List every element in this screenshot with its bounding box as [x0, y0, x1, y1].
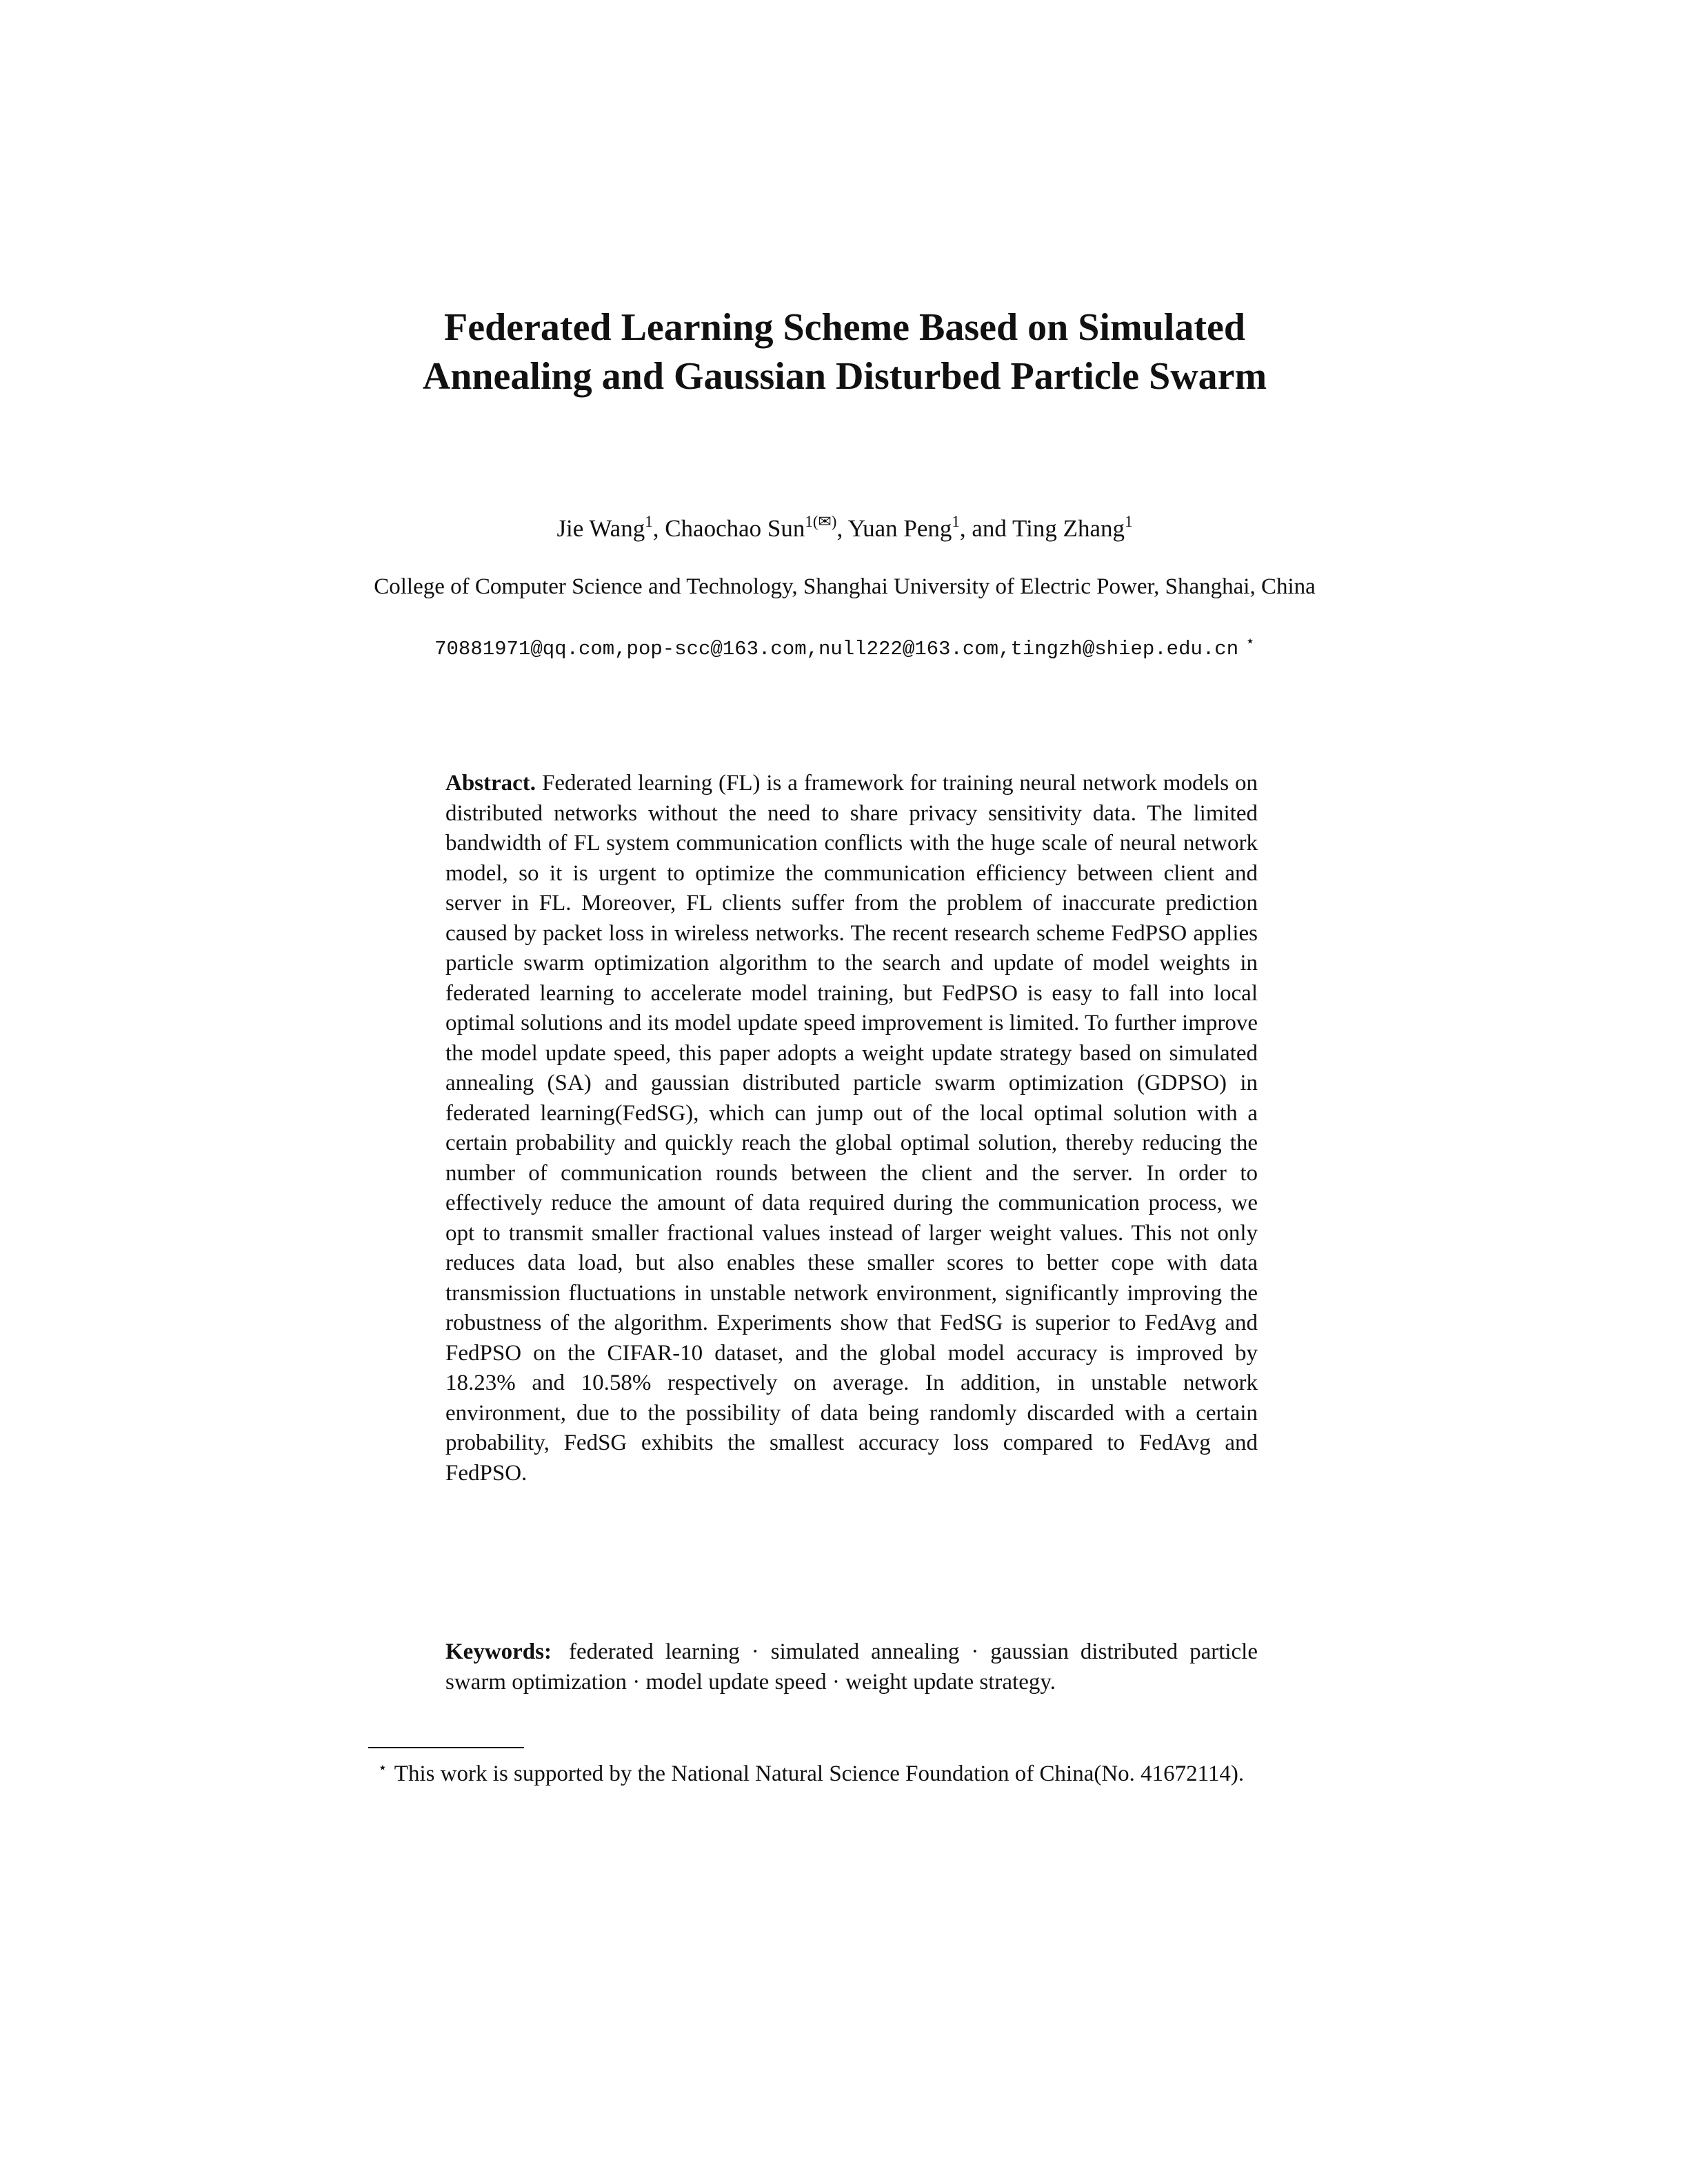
abstract-text: Federated learning (FL) is a framework f… [445, 771, 1258, 1486]
abstract-label: Abstract. [445, 771, 536, 796]
footnote-mark: ⋆ [378, 1759, 388, 1776]
keywords: Keywords: federated learning · simulated… [445, 1637, 1258, 1697]
email-list: 70881971@qq.com,pop-scc@163.com,null222@… [434, 638, 1239, 660]
author-separator: , [652, 515, 665, 542]
corresponding-author-mark: 1(✉) [805, 513, 837, 530]
author-separator: , and [959, 515, 1013, 542]
author-list: Jie Wang1, Chaochao Sun1(✉), Yuan Peng1,… [303, 514, 1386, 544]
author-name: Chaochao Sun [665, 515, 805, 542]
abstract: Abstract. Federated learning (FL) is a f… [445, 769, 1258, 1488]
footnote-divider [368, 1747, 524, 1748]
author-affiliation-mark: 1 [1125, 513, 1133, 530]
author-name: Jie Wang [556, 515, 645, 542]
author-affiliation-mark: 1 [645, 513, 653, 530]
paper-title: Federated Learning Scheme Based on Simul… [422, 306, 1267, 398]
author-name: Ting Zhang [1012, 515, 1125, 542]
footnote-text: This work is supported by the National N… [394, 1761, 1245, 1786]
author-affiliation-mark: 1 [952, 513, 960, 530]
keywords-text: federated learning · simulated annealing… [445, 1639, 1258, 1695]
author-separator: , [836, 515, 848, 542]
footnote: ⋆ This work is supported by the National … [378, 1759, 1334, 1790]
keywords-label: Keywords: [445, 1639, 552, 1664]
author-name: Yuan Peng [847, 515, 952, 542]
funding-footnote-mark: ⋆ [1245, 632, 1255, 649]
affiliation: College of Computer Science and Technolo… [374, 574, 1316, 599]
author-emails: 70881971@qq.com,pop-scc@163.com,null222@… [303, 634, 1386, 663]
